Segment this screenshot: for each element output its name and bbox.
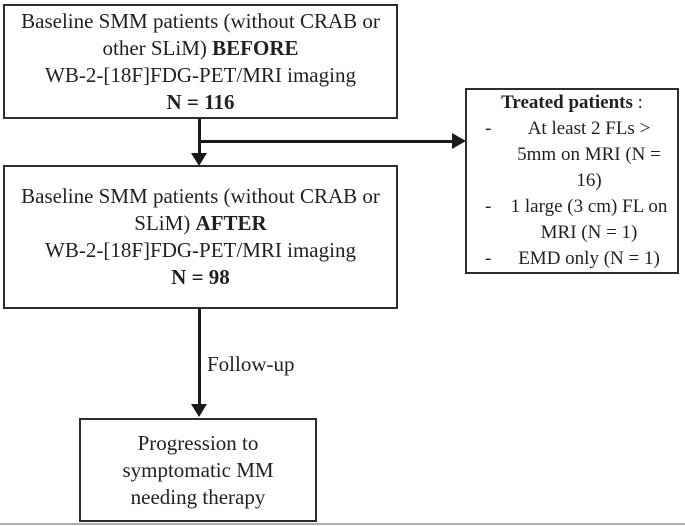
- bullet-dash: -: [485, 118, 492, 139]
- box-after-line3: WB-2-[18F]FDG-PET/MRI imaging: [45, 238, 356, 262]
- treated-item-text: 1 large (3 cm) FL on MRI (N = 1): [510, 196, 668, 243]
- treated-item-text: EMD only (N = 1): [518, 248, 660, 269]
- treated-title-bold: Treated patients: [501, 92, 633, 113]
- box-after-count: N = 98: [171, 265, 230, 289]
- arrow-to-treated-line: [198, 140, 452, 143]
- treated-list-item: - 1 large (3 cm) FL on MRI (N = 1): [471, 194, 673, 246]
- box-progression-line3: needing therapy: [130, 484, 266, 509]
- box-before-line2-emphasis: BEFORE: [212, 35, 299, 60]
- treated-title: Treated patients :: [471, 90, 673, 116]
- followup-label: Follow-up: [207, 352, 295, 376]
- arrow-after-to-progression-head-icon: [191, 404, 207, 417]
- treated-list-item: - At least 2 FLs > 5mm on MRI (N = 16): [471, 116, 673, 194]
- box-after-line2-prefix: SLiM): [134, 211, 196, 235]
- arrow-before-to-after-head-icon: [191, 153, 207, 166]
- bullet-dash: -: [485, 248, 492, 269]
- treated-item-text: At least 2 FLs > 5mm on MRI (N = 16): [517, 118, 661, 191]
- box-baseline-after: Baseline SMM patients (without CRAB or S…: [3, 165, 398, 309]
- box-baseline-before: Baseline SMM patients (without CRAB or o…: [3, 4, 398, 119]
- box-after-line2-emphasis: AFTER: [195, 211, 267, 235]
- box-treated-patients: Treated patients : - At least 2 FLs > 5m…: [465, 88, 679, 274]
- treated-title-suffix: :: [632, 92, 643, 113]
- box-before-line2-prefix: other SLiM): [102, 35, 213, 60]
- box-progression: Progression to symptomatic MM needing th…: [79, 418, 317, 522]
- bullet-dash: -: [485, 196, 492, 217]
- box-before-line2: other SLiM) BEFORE: [5, 35, 396, 62]
- arrow-to-treated-head-icon: [452, 133, 466, 149]
- treated-list-item: - EMD only (N = 1): [471, 246, 673, 272]
- box-before-line1: Baseline SMM patients (without CRAB or: [21, 8, 380, 33]
- box-progression-line1: Progression to: [137, 430, 259, 455]
- arrow-before-to-after-line: [198, 119, 201, 155]
- arrow-after-to-progression-line: [198, 309, 201, 406]
- box-progression-line2: symptomatic MM: [122, 457, 274, 482]
- box-before-count: N = 116: [166, 89, 235, 114]
- box-after-line2: SLiM) AFTER: [5, 210, 396, 237]
- box-after-line1: Baseline SMM patients (without CRAB or: [21, 184, 380, 208]
- box-before-line3: WB-2-[18F]FDG-PET/MRI imaging: [45, 62, 356, 87]
- figure-bottom-edge: [0, 523, 685, 525]
